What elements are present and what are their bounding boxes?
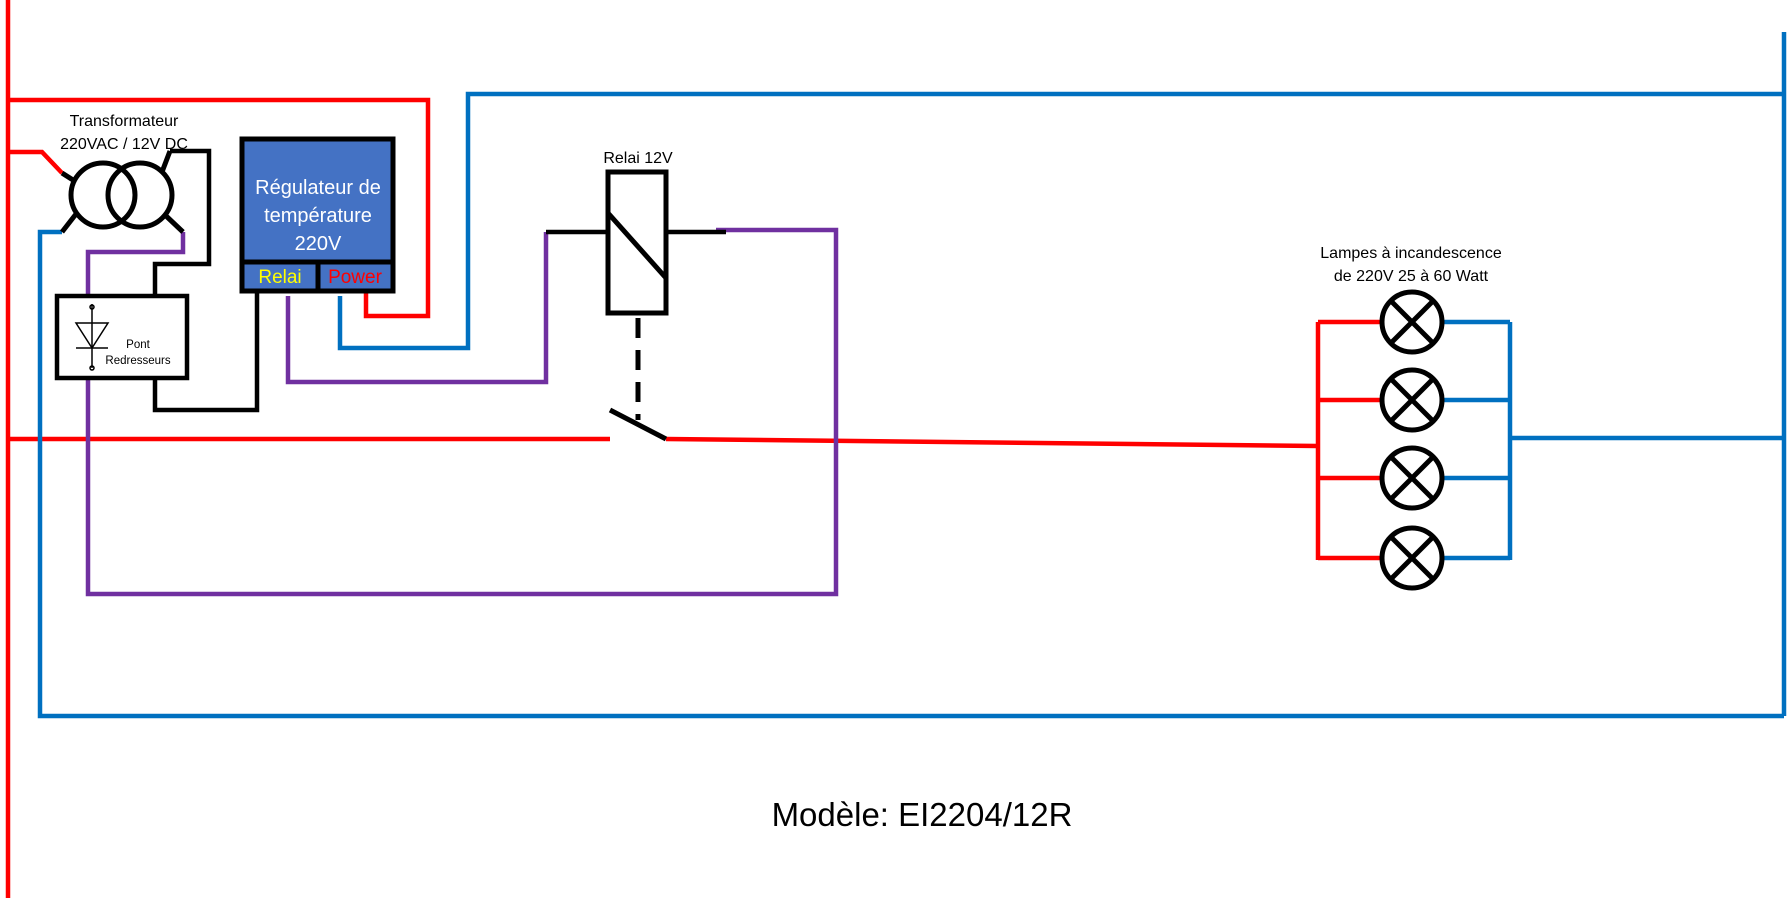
regulator-label-line3: 220V [295, 233, 342, 255]
dc-transformer-out [152, 148, 212, 296]
control-regulator-to-relay [285, 232, 549, 385]
lamps-label-line2: de 220V 25 à 60 Watt [1334, 268, 1489, 285]
transformer-lead-bottom-left [60, 212, 78, 234]
transformer-label-line1: Transformateur [70, 113, 179, 130]
temperature-regulator: Régulateur de température 220V Relai Pow… [239, 136, 396, 294]
control-transformer-loop [85, 227, 839, 597]
neutral-bottom-loop [37, 229, 1784, 719]
transformer-symbol [60, 150, 185, 234]
dc-rectifier-to-regulator [152, 291, 260, 413]
relay-coil-diagonal [606, 211, 668, 280]
regulator-label-line1: Régulateur de [255, 177, 381, 199]
transformer-label-line2: 220VAC / 12V DC [60, 136, 188, 153]
lamp-2 [1379, 367, 1445, 433]
transformer-primary-coil [68, 160, 138, 230]
model-title: Modèle: EI2204/12R [772, 796, 1073, 833]
phase-relay-to-lamps [665, 436, 1319, 449]
rectifier-box [54, 293, 190, 381]
regulator-relai-terminal: Relai [258, 267, 301, 288]
lamps-label-line1: Lampes à incandescence [1320, 245, 1502, 262]
lamp-4 [1379, 525, 1445, 591]
neutral-wires [37, 32, 1787, 719]
lamp-symbols [1379, 289, 1445, 591]
regulator-label-line2: température [264, 205, 372, 227]
neutral-top-to-regulator [337, 91, 1784, 351]
rectifier-label-line2: Redresseurs [105, 355, 170, 367]
lamp-1 [1379, 289, 1445, 355]
phase-to-transformer [8, 149, 64, 175]
regulator-power-terminal: Power [328, 267, 383, 288]
transformer-lead-top-left [60, 170, 75, 183]
dc-wires [152, 148, 726, 413]
transformer-secondary-coil [105, 160, 175, 230]
phase-to-regulator-power [8, 97, 431, 319]
transformer-lead-bottom-right [162, 212, 185, 234]
transformer-lead-top-right [159, 150, 173, 173]
rectifier-label-line1: Pont [126, 339, 150, 351]
phase-wires [5, 0, 1382, 898]
relay-switch-contact [608, 407, 668, 442]
relay-symbol [605, 169, 669, 442]
diode-icon [74, 304, 110, 371]
control-wires [85, 227, 839, 597]
relay-label: Relai 12V [603, 150, 673, 167]
lamp-3 [1379, 445, 1445, 511]
